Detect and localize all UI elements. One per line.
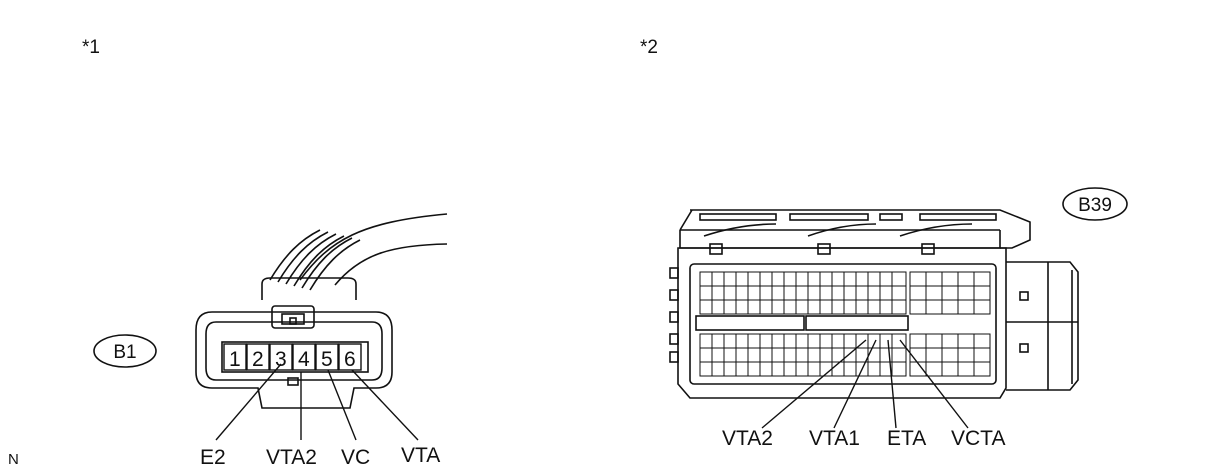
corner-mark: N xyxy=(8,451,19,468)
b1-pin-6: 6 xyxy=(344,348,356,371)
b39-signal-vcta: VCTA xyxy=(951,427,1006,450)
b1-badge-text: B1 xyxy=(113,342,136,363)
b1-pin-1: 1 xyxy=(229,348,241,371)
b1-leader-lines xyxy=(215,363,419,441)
view-label-2: *2 xyxy=(640,37,658,58)
b1-pin-numbers: 1 2 3 4 5 6 xyxy=(229,348,356,371)
b1-pin-3: 3 xyxy=(275,348,287,371)
connector-b39 xyxy=(669,209,1079,399)
b39-signal-vta2: VTA2 xyxy=(722,427,773,450)
b1-signal-vc: VC xyxy=(341,446,371,469)
b1-pin-2: 2 xyxy=(252,348,264,371)
b1-signal-vta: VTA xyxy=(401,444,441,467)
b1-signal-vta2: VTA2 xyxy=(266,446,317,469)
b39-grid-upper-right xyxy=(909,271,991,315)
b39-leader-lines xyxy=(761,339,969,429)
b39-signal-vta1: VTA1 xyxy=(809,427,860,450)
view-label-1: *1 xyxy=(82,37,100,58)
b39-signal-eta: ETA xyxy=(887,427,927,450)
b39-badge-text: B39 xyxy=(1078,195,1112,216)
b39-grid-upper-left xyxy=(699,271,907,315)
b1-pin-cells xyxy=(223,343,362,371)
b1-pin-4: 4 xyxy=(298,348,310,371)
b39-grid-lower-right xyxy=(909,333,991,377)
b1-pin-5: 5 xyxy=(321,348,333,371)
b39-badge: B39 xyxy=(1062,187,1128,221)
b1-signal-e2: E2 xyxy=(200,446,226,469)
b1-badge: B1 xyxy=(93,334,157,368)
connector-b1 xyxy=(195,213,448,409)
